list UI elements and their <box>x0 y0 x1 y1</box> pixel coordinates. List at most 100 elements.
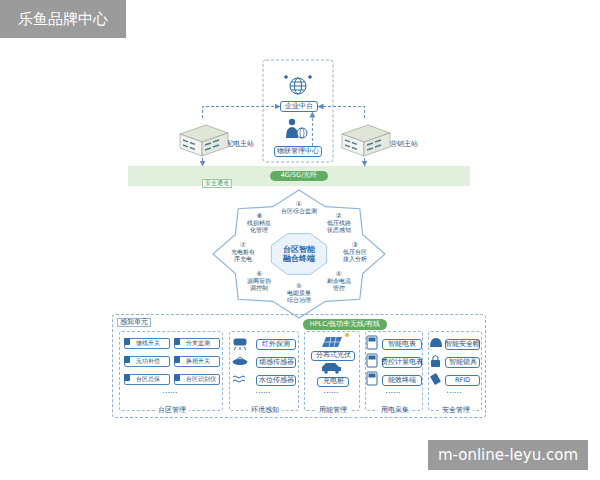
watermark: m-online-leyu.com <box>428 440 588 470</box>
device-box: 分支监测 <box>174 338 220 349</box>
station-name: 配电主站 <box>226 141 254 148</box>
person-icon <box>300 128 304 138</box>
globe-icon <box>290 78 306 94</box>
callout-number: ③ <box>349 241 361 249</box>
function-text: 低压线路状态感知 <box>325 220 353 234</box>
platform-box: 企业中台 <box>280 101 318 112</box>
platform-frame <box>263 60 333 162</box>
center-octagon <box>271 234 326 275</box>
device-pill: 充电桩 <box>317 377 349 387</box>
node-text: 无功补偿 <box>136 358 160 365</box>
device-pill: 烟感传感器 <box>256 357 296 368</box>
category-title: 用电采集 <box>378 407 412 414</box>
category-title: 环境感知 <box>248 407 282 414</box>
watermark: 乐鱼品牌中心 <box>0 0 126 38</box>
callout-number: ② <box>333 212 345 220</box>
building-icon <box>364 133 390 156</box>
ellipsis: ...... <box>255 386 270 395</box>
meter-icon <box>367 336 377 349</box>
device-icon <box>124 338 180 381</box>
node-text: RFID <box>455 377 470 384</box>
node-text: 水位传感器 <box>259 377 294 384</box>
node-text: 智能电表 <box>388 341 416 348</box>
device-icon <box>174 374 180 381</box>
solar-icon <box>322 333 349 347</box>
network-band: 安全通道4G/5G/光纤 <box>128 166 470 186</box>
car-icon <box>322 363 341 374</box>
sensor-group: 感知单元台区管理 馈线开关 分支监测无功补偿 换相开关台区总保 台区识别仪环境感知 红外探… <box>112 314 486 418</box>
function-text: 剩余电流管控 <box>325 278 353 292</box>
device-pill: 红外探测 <box>256 339 296 350</box>
device-pill: 智能电表 <box>382 339 422 350</box>
sensor-icon <box>235 358 245 362</box>
node-text: 充电桩 <box>323 378 344 385</box>
terminal-star: 台区智能融合终端①台区综合监测②低压线路状态感知③低压台区接入分析④剩余电流管控… <box>213 190 385 318</box>
device-box: 台区总保 <box>124 374 170 385</box>
device-pill: 水位传感器 <box>256 375 296 386</box>
dashed-connector <box>312 112 313 146</box>
sensor-icon <box>233 376 245 382</box>
meter-icon <box>369 374 375 377</box>
star-outline <box>213 190 385 318</box>
device-pill: RFID <box>445 375 480 386</box>
node-text: 红外探测 <box>262 341 290 348</box>
node-text: 费控计量电表 <box>381 359 423 366</box>
category-box: 安全管理 智能安全帽智能锁具 RFID <box>428 331 482 411</box>
building-icon <box>180 125 228 142</box>
node-text: 换相开关 <box>186 358 210 365</box>
solar-icon <box>322 337 342 347</box>
node-text: 台区总保 <box>136 376 160 383</box>
building-icon <box>180 134 202 156</box>
category-title: 安全管理 <box>439 407 473 414</box>
sensor-icon <box>233 360 247 365</box>
node-text: 企业中台 <box>285 103 313 110</box>
ellipsis: ...... <box>385 386 400 395</box>
dashed-connector <box>202 158 203 166</box>
callout-number: ⑥ <box>253 270 265 278</box>
category-box: 台区管理 馈线开关 分支监测无功补偿 换相开关台区总保 台区识别仪 <box>119 331 223 411</box>
function-text: 台区综合监测 <box>279 208 319 215</box>
device-box: 台区识别仪 <box>174 374 220 385</box>
dashed-connector <box>364 158 365 166</box>
station-node: 配电主站 <box>178 118 260 158</box>
safety-icon <box>430 338 442 385</box>
station-name: 营销主站 <box>390 141 418 148</box>
category-title: 用能管理 <box>316 407 350 414</box>
person-icon <box>289 119 295 125</box>
ellipsis: ...... <box>162 386 177 395</box>
safety-icon <box>433 356 438 361</box>
globe-icon <box>309 76 312 79</box>
node-text: 台区识别仪 <box>186 376 216 383</box>
safety-icon <box>431 360 440 367</box>
function-text: 电能质量综合治理 <box>286 290 312 304</box>
building-icon <box>342 125 390 156</box>
category-title: 台区管理 <box>155 407 189 414</box>
device-icon <box>124 356 130 363</box>
device-icon <box>124 338 130 345</box>
node-text: 智能安全帽 <box>445 341 480 348</box>
dashed-connector <box>318 107 365 119</box>
meter-icon <box>367 354 377 367</box>
node-text: 智能锁具 <box>449 359 477 366</box>
building-icon <box>345 140 381 150</box>
sensor-icon <box>233 339 247 382</box>
globe-icon <box>285 76 288 79</box>
platform-box: 物联管理中心 <box>274 146 322 157</box>
building-icon <box>342 134 364 156</box>
car-icon <box>322 363 341 371</box>
person-icon <box>286 119 307 138</box>
function-text: 充电桩有序充电 <box>229 249 257 263</box>
device-icon <box>174 356 180 363</box>
category-box: 用电采集智能电表费控计量电表能效终端 <box>365 331 423 411</box>
building-icon <box>342 125 390 142</box>
link-pill: HPLC/低功率无线/有线 <box>303 319 387 330</box>
callout-number: ⑦ <box>237 241 249 249</box>
car-icon <box>335 370 339 374</box>
node-text: 馈线开关 <box>136 340 160 347</box>
network-pill: 4G/5G/光纤 <box>270 171 328 181</box>
node-text: 烟感传感器 <box>259 359 294 366</box>
solar-icon <box>324 337 340 347</box>
node-text: HPLC/低功率无线/有线 <box>310 321 380 328</box>
group-title: 感知单元 <box>117 318 151 327</box>
